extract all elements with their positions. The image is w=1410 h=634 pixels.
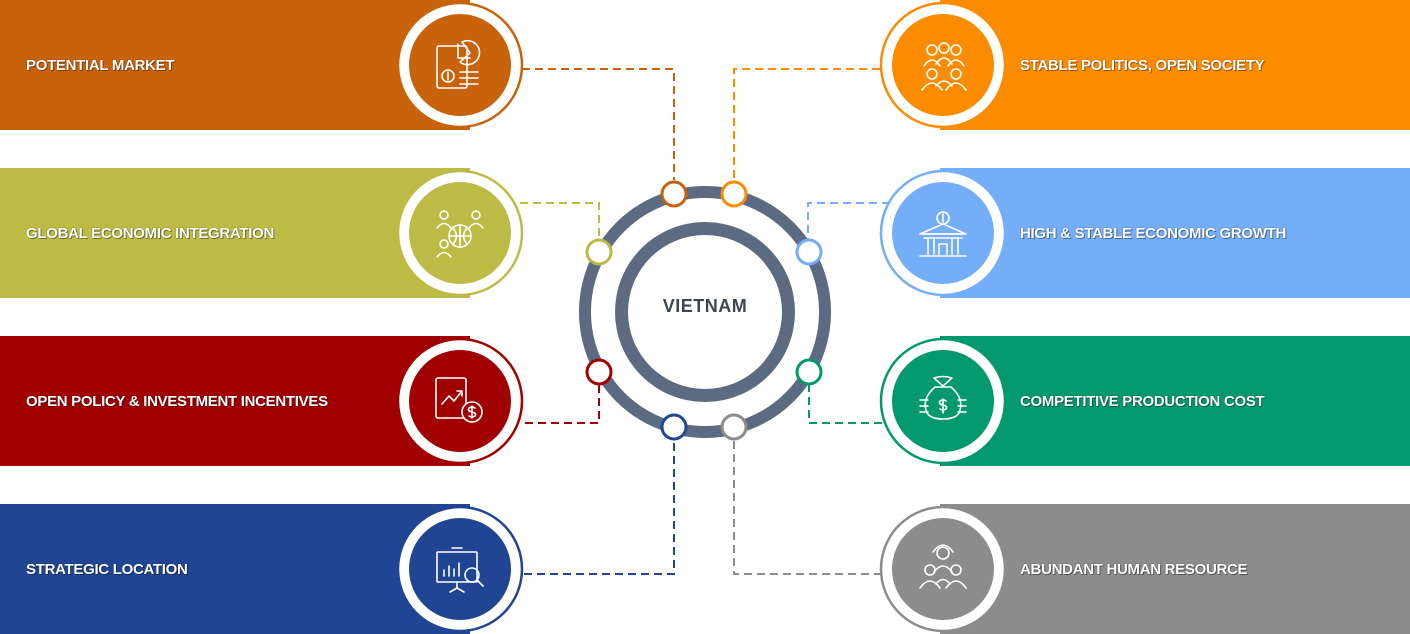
label-potential-market: POTENTIAL MARKET — [26, 56, 175, 74]
global-network-icon — [436, 210, 484, 258]
connector-potential-market — [522, 68, 675, 180]
icon-circle-human-resource — [879, 505, 1007, 633]
label-stable-politics: STABLE POLITICS, OPEN SOCIETY — [1020, 56, 1265, 74]
connector-open-policy — [525, 384, 600, 424]
node-economic-growth — [795, 238, 823, 266]
connector-stable-politics — [733, 68, 880, 180]
label-production-cost: COMPETITIVE PRODUCTION COST — [1020, 392, 1265, 410]
investment-growth-icon — [435, 377, 483, 423]
band-potential-market — [0, 0, 470, 130]
node-production-cost — [795, 358, 823, 386]
node-open-policy — [585, 358, 613, 386]
label-open-policy: OPEN POLICY & INVESTMENT INCENTIVES — [26, 392, 328, 410]
node-global-integration — [585, 238, 613, 266]
band-economic-growth — [940, 168, 1410, 298]
center-hub — [579, 186, 831, 438]
bank-building-icon — [919, 211, 967, 257]
connector-strategic-location — [524, 440, 675, 575]
connector-global-integration — [520, 202, 600, 240]
connector-production-cost — [808, 384, 882, 424]
icon-circle-open-policy — [396, 337, 524, 465]
connector-human-resource — [733, 440, 882, 575]
money-bag-icon — [919, 375, 967, 420]
node-human-resource — [720, 413, 748, 441]
icon-circle-potential-market — [396, 1, 524, 129]
band-global-economic-integration — [0, 168, 470, 298]
connector-economic-growth — [807, 202, 890, 240]
band-strategic-location — [0, 504, 470, 634]
label-human-resource: ABUNDANT HUMAN RESOURCE — [1020, 560, 1248, 578]
center-label: VIETNAM — [662, 296, 748, 316]
band-production-cost — [940, 336, 1410, 466]
market-report-icon — [436, 39, 481, 89]
people-community-icon — [921, 42, 967, 91]
node-potential-market — [660, 180, 688, 208]
band-open-policy — [0, 336, 470, 466]
icon-circle-strategic-location — [396, 505, 524, 633]
label-global-economic-integration: GLOBAL ECONOMIC INTEGRATION — [26, 224, 275, 242]
workforce-icon — [919, 544, 967, 589]
icon-circle-stable-politics — [879, 1, 1007, 129]
icon-circle-economic-growth — [879, 169, 1007, 297]
node-stable-politics — [720, 180, 748, 208]
label-strategic-location: STRATEGIC LOCATION — [26, 560, 188, 578]
band-stable-politics — [940, 0, 1410, 130]
node-strategic-location — [660, 413, 688, 441]
presentation-analysis-icon — [436, 547, 484, 593]
label-economic-growth: HIGH & STABLE ECONOMIC GROWTH — [1020, 224, 1287, 242]
band-human-resource — [940, 504, 1410, 634]
